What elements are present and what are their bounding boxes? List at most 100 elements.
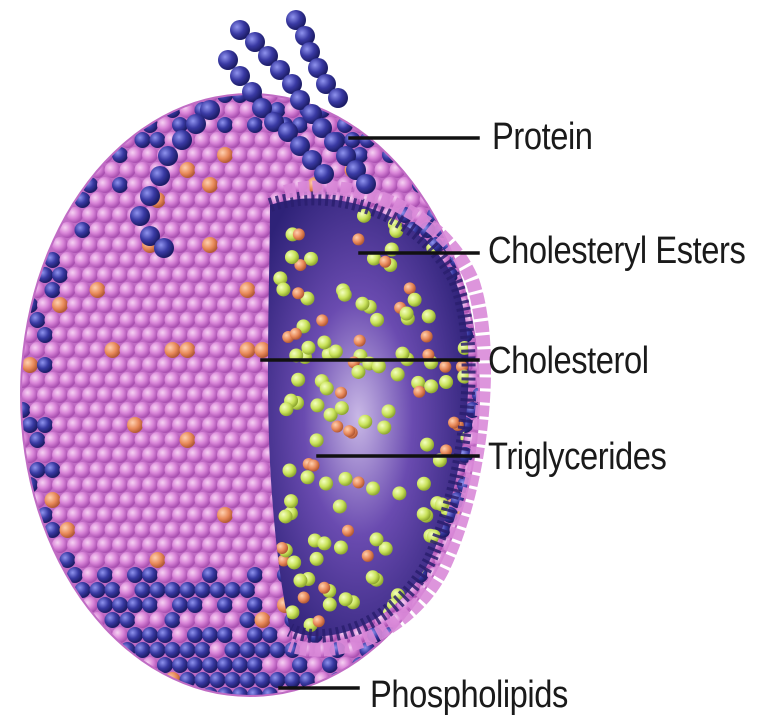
phospholipid-bead — [127, 357, 143, 373]
protein-bead — [75, 192, 91, 208]
cholesterol-bead — [217, 507, 233, 523]
phospholipid-bead — [187, 477, 203, 493]
phospholipid-bead — [142, 477, 158, 493]
phospholipid-bead — [90, 342, 106, 358]
phospholipid-bead — [225, 252, 241, 268]
phospholipid-bead — [60, 462, 76, 478]
cholesteryl-ester-bead — [287, 555, 301, 569]
phospholipid-bead — [120, 342, 136, 358]
cholesterol-bead — [240, 342, 256, 358]
triglyceride-bead — [413, 386, 425, 398]
protein-bead — [255, 672, 271, 688]
phospholipid-bead — [232, 327, 248, 343]
cholesteryl-ester-bead — [279, 402, 293, 416]
phospholipid-bead — [225, 492, 241, 508]
triglyceride-bead — [316, 314, 328, 326]
phospholipid-bead — [90, 462, 106, 478]
protein-bead — [112, 147, 128, 163]
phospholipid-bead — [225, 282, 241, 298]
phospholipid-bead — [97, 357, 113, 373]
protein-bead — [247, 567, 263, 583]
phospholipid-bead — [225, 402, 241, 418]
phospholipid-bead — [172, 417, 188, 433]
phospholipid-bead — [225, 522, 241, 538]
phospholipid-bead — [180, 192, 196, 208]
phospholipid-bead — [165, 312, 181, 328]
phospholipid-bead — [135, 402, 151, 418]
phospholipid-bead — [367, 147, 383, 163]
phospholipid-bead — [172, 357, 188, 373]
phospholipid-bead — [187, 447, 203, 463]
protein-bead — [217, 627, 233, 643]
phospholipid-bead — [240, 192, 256, 208]
phospholipid-bead — [150, 402, 166, 418]
phospholipid-bead — [90, 492, 106, 508]
phospholipid-bead — [135, 252, 151, 268]
phospholipid-bead — [195, 222, 211, 238]
protein-bead — [142, 627, 158, 643]
phospholipid-bead — [112, 447, 128, 463]
phospholipid-bead — [187, 327, 203, 343]
phospholipid-bead — [142, 267, 158, 283]
phospholipid-bead — [75, 372, 91, 388]
protein-bead — [75, 582, 91, 598]
protein-bead — [45, 462, 61, 478]
phospholipid-bead — [135, 342, 151, 358]
phospholipid-bead — [135, 282, 151, 298]
triglyceride-bead — [292, 287, 304, 299]
protein-bead — [210, 582, 226, 598]
phospholipid-bead — [97, 447, 113, 463]
phospholipid-bead — [90, 432, 106, 448]
phospholipid-bead — [210, 492, 226, 508]
phospholipid-bead — [82, 507, 98, 523]
protein-bead — [247, 627, 263, 643]
protein-bead — [217, 657, 233, 673]
phospholipid-bead — [60, 492, 76, 508]
phospholipid-bead — [247, 237, 263, 253]
phospholipid-bead — [210, 282, 226, 298]
protein-bead — [112, 177, 128, 193]
phospholipid-bead — [210, 462, 226, 478]
triglyceride-bead — [298, 591, 310, 603]
phospholipid-bead — [127, 267, 143, 283]
protein-bead — [382, 147, 398, 163]
phospholipid-bead — [82, 447, 98, 463]
cholesterol-bead — [90, 282, 106, 298]
phospholipid-bead — [225, 102, 241, 118]
phospholipid-bead — [240, 492, 256, 508]
protein-bead — [150, 132, 166, 148]
phospholipid-bead — [195, 192, 211, 208]
phospholipid-bead — [195, 492, 211, 508]
triglyceride-bead — [362, 550, 374, 562]
phospholipid-bead — [240, 312, 256, 328]
protein-bead — [142, 597, 158, 613]
phospholipid-bead — [202, 297, 218, 313]
phospholipid-bead — [52, 387, 68, 403]
phospholipid-bead — [112, 357, 128, 373]
phospholipid-bead — [247, 417, 263, 433]
cholesteryl-ester-bead — [323, 598, 337, 612]
phospholipid-bead — [105, 192, 121, 208]
protein-bead — [285, 672, 301, 688]
phospholipid-bead — [127, 447, 143, 463]
phospholipid-bead — [82, 297, 98, 313]
cholesteryl-ester-bead — [317, 335, 331, 349]
phospholipid-bead — [82, 237, 98, 253]
protein-bead — [142, 567, 158, 583]
cholesteryl-ester-bead — [339, 472, 353, 486]
phospholipid-bead — [225, 372, 241, 388]
protein-bead — [150, 582, 166, 598]
protein-bead — [225, 642, 241, 658]
cholesteryl-ester-bead — [366, 482, 380, 496]
phospholipid-bead — [60, 402, 76, 418]
phospholipid-bead — [120, 192, 136, 208]
phospholipid-bead — [202, 147, 218, 163]
phospholipid-bead — [165, 372, 181, 388]
phospholipid-bead — [247, 537, 263, 553]
protein-bead — [225, 672, 241, 688]
phospholipid-bead — [30, 342, 46, 358]
phospholipid-bead — [97, 177, 113, 193]
phospholipid-bead — [120, 402, 136, 418]
